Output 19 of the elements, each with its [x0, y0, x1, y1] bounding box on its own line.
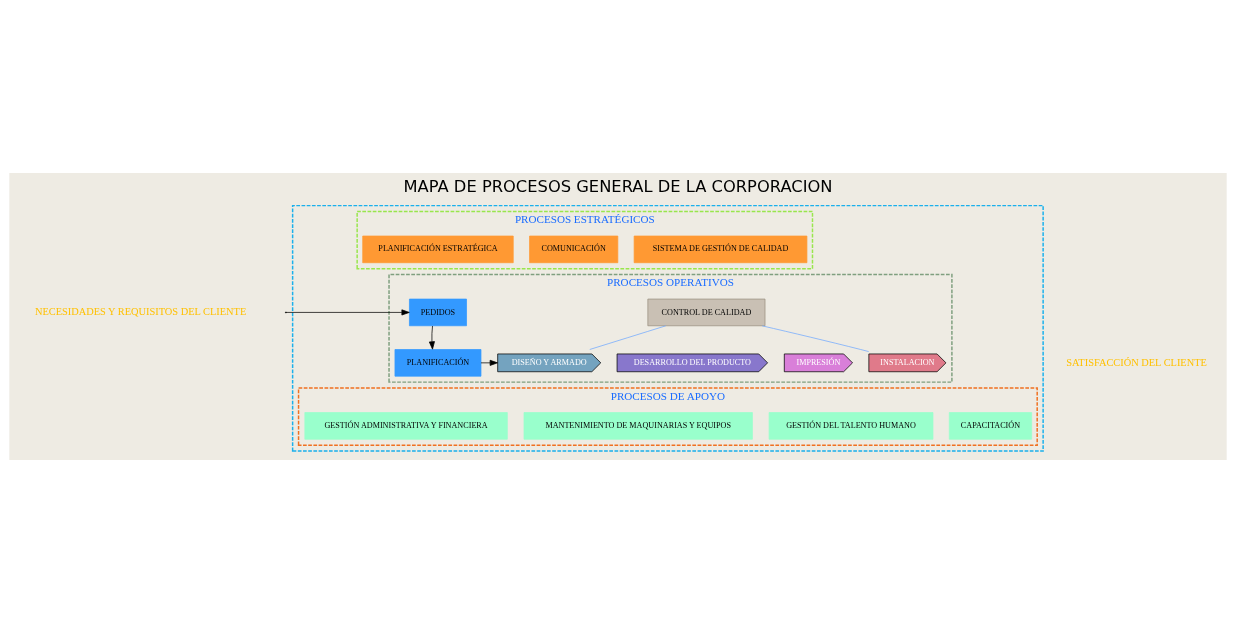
node-box: GESTIÓN ADMINISTRATIVA Y FINANCIERA [304, 411, 508, 440]
label: NECESIDADES Y REQUISITOS DEL CLIENTE [34, 305, 247, 317]
node-box: PLANIFICACIÓN [394, 348, 482, 377]
connector [761, 325, 870, 352]
arrow [480, 359, 498, 366]
node-box: GESTIÓN DEL TALENTO HUMANO [768, 411, 934, 440]
node-box: SISTEMA DE GESTIÓN DE CALIDAD [633, 235, 808, 263]
arrow [429, 325, 435, 350]
node-box: PLANIFICACIÓN ESTRATÉGICA [362, 235, 514, 263]
arrow [286, 308, 410, 315]
node-box: PEDIDOS [409, 298, 467, 326]
connector [589, 324, 667, 350]
node-box: CONTROL DE CALIDAD [647, 298, 766, 326]
node-box: MANTENIMIENTO DE MAQUINARIAS Y EQUIPOS [523, 411, 753, 440]
diagram-title: MAPA DE PROCESOS GENERAL DE LA CORPORACION [403, 176, 833, 196]
label: SATISFACCIÓN DEL CLIENTE [1066, 356, 1207, 368]
node-box: CAPACITACIÓN [948, 411, 1032, 440]
cluster [291, 204, 1044, 452]
node-box: COMUNICACIÓN [529, 235, 619, 263]
